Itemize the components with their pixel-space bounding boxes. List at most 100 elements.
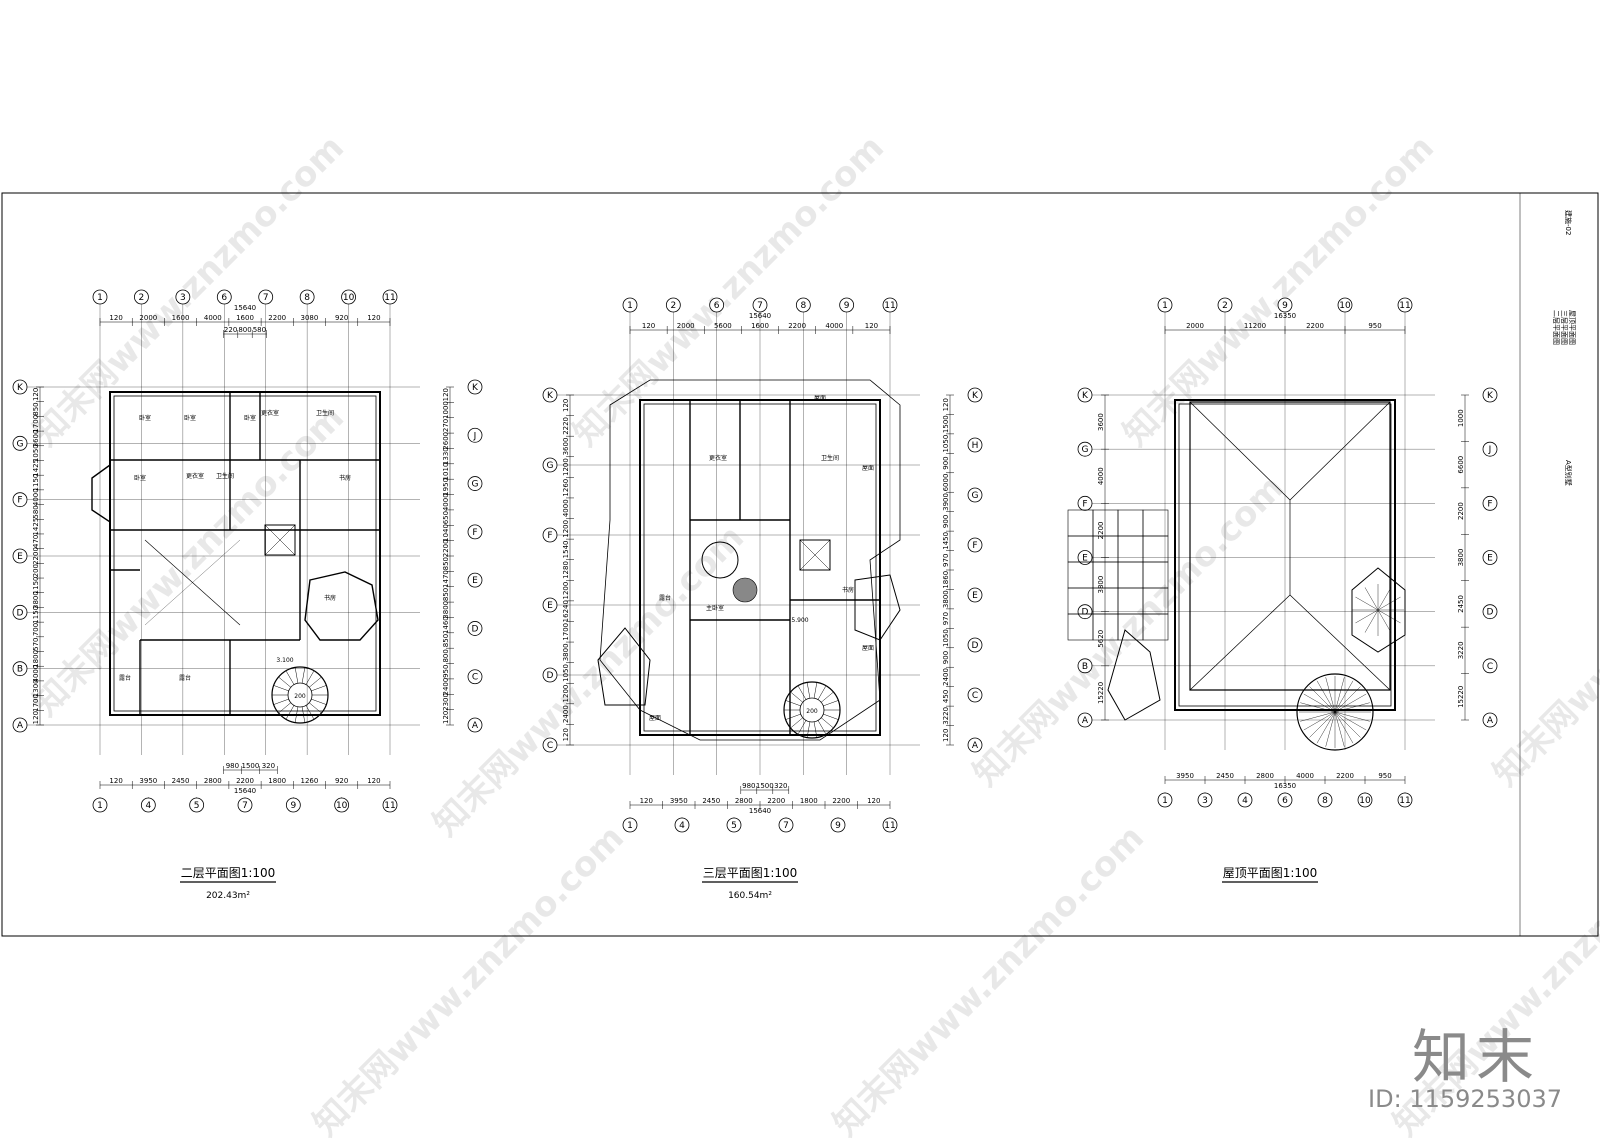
axis-bubble bbox=[967, 387, 983, 403]
axis-label: 11 bbox=[884, 301, 895, 311]
top-dim-label: 120 bbox=[109, 314, 122, 322]
axis-bubble bbox=[709, 297, 725, 313]
left-dim-label: 700 bbox=[32, 623, 40, 636]
top-dim-label: 2000 bbox=[677, 322, 695, 330]
axis-label: 10 bbox=[336, 801, 348, 811]
glass-roof bbox=[1067, 509, 1169, 641]
right-dim-label: 1050 bbox=[942, 629, 950, 647]
elevator bbox=[799, 539, 831, 571]
stair-tread bbox=[311, 698, 327, 705]
right-dim-label: 1500 bbox=[942, 415, 950, 433]
dome-rib bbox=[1334, 686, 1361, 713]
level-mark: 5.900 bbox=[791, 617, 808, 624]
outer-wall bbox=[109, 391, 381, 716]
plan-title-second-floor: 二层平面图1:100 bbox=[181, 866, 276, 880]
axis-bubble bbox=[622, 817, 638, 833]
left-dim-label: 1700 bbox=[562, 623, 570, 641]
left-dim-label: 1150 bbox=[32, 474, 40, 492]
axis-bubble bbox=[795, 297, 811, 313]
dome-rib bbox=[1309, 711, 1336, 738]
axis-label: C bbox=[547, 741, 553, 751]
left-dim-label: 1150 bbox=[32, 606, 40, 624]
bottom-dim-label: 2450 bbox=[172, 777, 190, 785]
axis-bubble bbox=[542, 737, 558, 753]
spiral-stair bbox=[783, 681, 841, 739]
axis-bubble bbox=[1077, 658, 1093, 674]
axis-label: C bbox=[472, 673, 478, 683]
room-label: 露台 bbox=[179, 674, 191, 682]
axis-label: 11 bbox=[1399, 301, 1410, 311]
axis-bubble bbox=[1217, 297, 1233, 313]
tower-roof bbox=[597, 627, 651, 706]
void-diagonal bbox=[144, 539, 241, 626]
axis-bubble bbox=[622, 297, 638, 313]
bottom-dim-label: 2200 bbox=[236, 777, 254, 785]
bottom-dim-label: 3950 bbox=[139, 777, 157, 785]
axis-label: 5 bbox=[194, 801, 200, 811]
axis-label: D bbox=[1082, 608, 1089, 618]
overall-dim-top: 16350 bbox=[1274, 312, 1296, 320]
axis-label: F bbox=[472, 528, 477, 538]
dome-rib bbox=[1334, 702, 1370, 713]
axis-bubble bbox=[467, 379, 483, 395]
axis-label: 6 bbox=[714, 301, 720, 311]
axis-label: J bbox=[1488, 445, 1492, 455]
right-dim-label: 1040 bbox=[442, 524, 450, 542]
axis-bubble bbox=[1482, 441, 1498, 457]
stair-tread bbox=[785, 700, 801, 707]
axis-label: 10 bbox=[1359, 796, 1371, 806]
stair-tread bbox=[278, 676, 291, 688]
bottom-dim-label: 2800 bbox=[1256, 772, 1274, 780]
right-dim-label: 3900 bbox=[942, 493, 950, 511]
roof-hip bbox=[1289, 401, 1391, 501]
elevator-x bbox=[264, 524, 296, 556]
round-rug bbox=[732, 577, 758, 603]
stair-tread bbox=[301, 667, 306, 684]
axis-bubble bbox=[299, 289, 315, 305]
dome-rib bbox=[1303, 711, 1336, 731]
stair-tread bbox=[823, 713, 839, 720]
dome-rib bbox=[1316, 680, 1336, 713]
left-dim-label: 470 bbox=[32, 535, 40, 548]
right-dim-label: 1330 bbox=[442, 447, 450, 465]
bottom-sub-dim-label: 980 bbox=[742, 782, 755, 790]
left-dim-label: 16240 bbox=[562, 600, 570, 622]
bottom-sub-dim-label: 980 bbox=[226, 762, 239, 770]
left-dim-label: 15220 bbox=[1097, 682, 1105, 704]
axis-bubble bbox=[1482, 550, 1498, 565]
axis-bubble bbox=[12, 661, 28, 677]
bottom-sub-dim-label: 1500 bbox=[756, 782, 774, 790]
axis-label: D bbox=[472, 624, 479, 634]
axis-label: 6 bbox=[221, 293, 227, 303]
tower-rib bbox=[1377, 609, 1401, 624]
glass-panel bbox=[1117, 561, 1144, 589]
axis-bubble bbox=[1077, 712, 1093, 728]
room-label: 书房 bbox=[324, 594, 336, 602]
left-dim-label: 120 bbox=[32, 711, 40, 724]
room-label: 书房 bbox=[842, 586, 854, 594]
bottom-dim-label: 920 bbox=[335, 777, 348, 785]
dome-rib bbox=[1300, 711, 1336, 722]
right-dim-label: 1000 bbox=[1457, 409, 1465, 427]
right-dim-label: 3800 bbox=[1457, 549, 1465, 567]
axis-label: 11 bbox=[884, 821, 895, 831]
left-dim-label: 1425 bbox=[32, 459, 40, 477]
right-dim-label: 1010 bbox=[442, 463, 450, 481]
axis-label: E bbox=[472, 576, 478, 586]
axis-bubble bbox=[967, 687, 983, 703]
stair-tread bbox=[309, 702, 322, 714]
right-dim-label: 1460 bbox=[442, 616, 450, 634]
left-dim-label: 120 bbox=[32, 388, 40, 401]
tower-rib bbox=[1364, 609, 1379, 633]
axis-label: 2 bbox=[139, 293, 145, 303]
axis-label: 1 bbox=[97, 801, 103, 811]
left-dim-label: 4000 bbox=[32, 665, 40, 683]
bottom-dim-label: 1800 bbox=[800, 797, 818, 805]
axis-label: 8 bbox=[1322, 796, 1328, 806]
axis-label: 9 bbox=[835, 821, 841, 831]
right-dim-label: 2400 bbox=[942, 668, 950, 686]
bay-window bbox=[91, 463, 111, 524]
axis-label: 9 bbox=[1282, 301, 1288, 311]
